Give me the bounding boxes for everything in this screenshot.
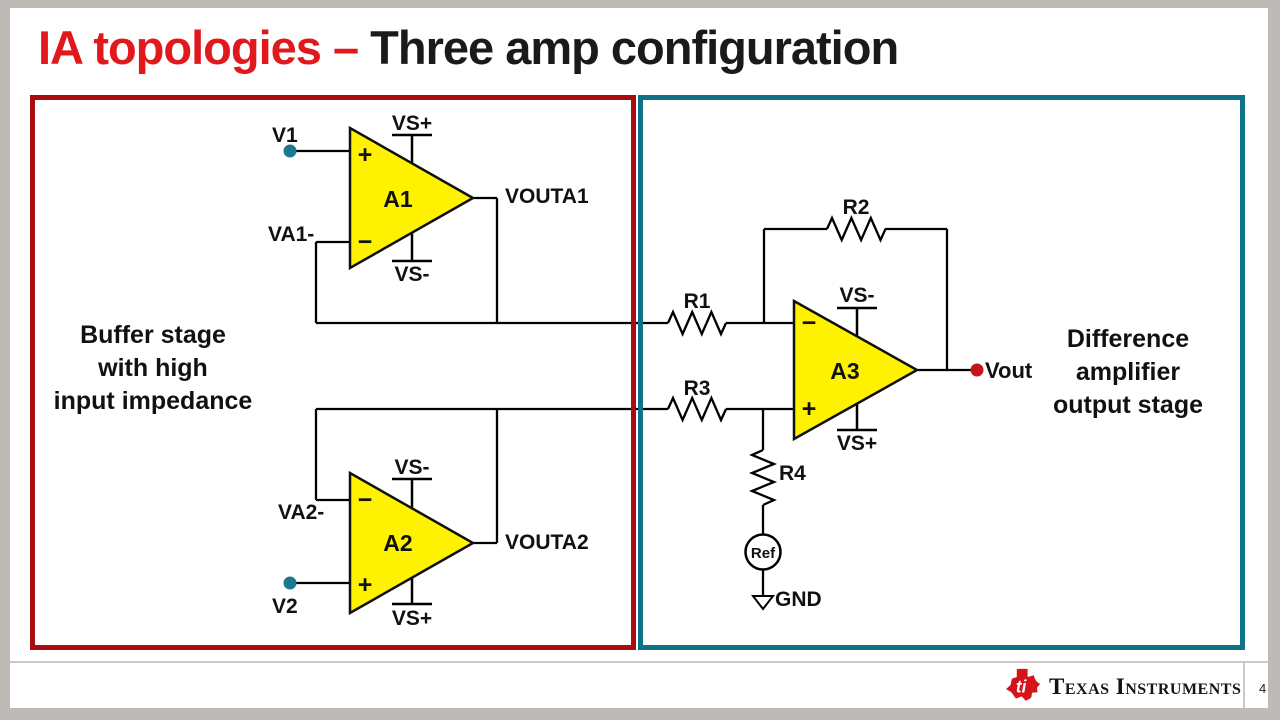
wires [296, 149, 977, 596]
opamp-a2-symbol [348, 470, 476, 616]
vout-node-dot [970, 363, 984, 377]
difference-stage-box [638, 95, 1245, 650]
label-vouta2: VOUTA2 [505, 531, 589, 554]
a1-noninverting-sign: + [358, 141, 373, 169]
label-va1: VA1- [268, 223, 314, 246]
difference-caption-line1: Difference [1067, 325, 1189, 353]
label-a3-rail-top: VS- [839, 284, 874, 307]
a2-noninverting-sign: + [358, 571, 373, 599]
ti-logo-monogram: ti [1016, 677, 1028, 696]
resistor-r1 [666, 309, 728, 337]
label-a3-name: A3 [830, 358, 859, 384]
label-a1-name: A1 [383, 186, 413, 212]
footer-divider [10, 661, 1268, 663]
label-a3-rail-bottom: VS+ [837, 432, 877, 455]
v2-node-dot [283, 576, 297, 590]
resistor-r2 [825, 215, 887, 243]
v1-node-dot [283, 144, 297, 158]
page-title: IA topologies – Three amp configuration [38, 21, 899, 74]
label-a1-rail-bottom: VS- [394, 263, 429, 286]
a2-inverting-sign: − [358, 486, 373, 514]
ti-logo-icon: ti [1006, 668, 1041, 701]
buffer-stage-box [30, 95, 636, 650]
page-number: 4 [1259, 681, 1267, 696]
label-a2-rail-bottom: VS+ [392, 607, 432, 630]
buffer-caption-line1: Buffer stage [80, 321, 226, 349]
label-r3: R3 [684, 377, 711, 400]
label-a2-rail-top: VS- [394, 456, 429, 479]
label-gnd: GND [775, 588, 822, 611]
resistor-r4 [748, 448, 778, 507]
label-r1: R1 [684, 290, 711, 313]
label-v1: V1 [272, 124, 298, 147]
ti-logo-shape [1006, 668, 1041, 701]
footer-page-separator [1243, 663, 1245, 708]
label-v2: V2 [272, 595, 298, 618]
label-a1-rail-top: VS+ [392, 112, 432, 135]
label-vout: Vout [985, 358, 1033, 383]
brand-name: Texas Instruments [1049, 674, 1242, 699]
resistor-r3 [666, 395, 728, 423]
label-a2-name: A2 [383, 530, 412, 556]
ref-source-symbol [744, 533, 782, 571]
label-ref: Ref [751, 545, 776, 562]
gnd-arrow-icon [750, 595, 776, 611]
buffer-caption-line2: with high [97, 354, 208, 382]
title-rest: Three amp configuration [370, 21, 899, 74]
label-r4: R4 [779, 462, 806, 485]
title-highlight: IA topologies – [38, 21, 371, 74]
difference-caption-line2: amplifier [1076, 358, 1180, 386]
opamp-a3-symbol [792, 298, 920, 442]
a1-inverting-sign: − [358, 228, 373, 256]
a3-inverting-sign: − [802, 309, 817, 337]
label-r2: R2 [843, 196, 870, 219]
a3-noninverting-sign: + [802, 395, 817, 423]
buffer-caption-line3: input impedance [54, 387, 253, 415]
label-va2: VA2- [278, 501, 324, 524]
opamp-a1-symbol [348, 125, 476, 271]
label-vouta1: VOUTA1 [505, 185, 589, 208]
power-rails [392, 133, 877, 606]
difference-caption-line3: output stage [1053, 391, 1203, 419]
